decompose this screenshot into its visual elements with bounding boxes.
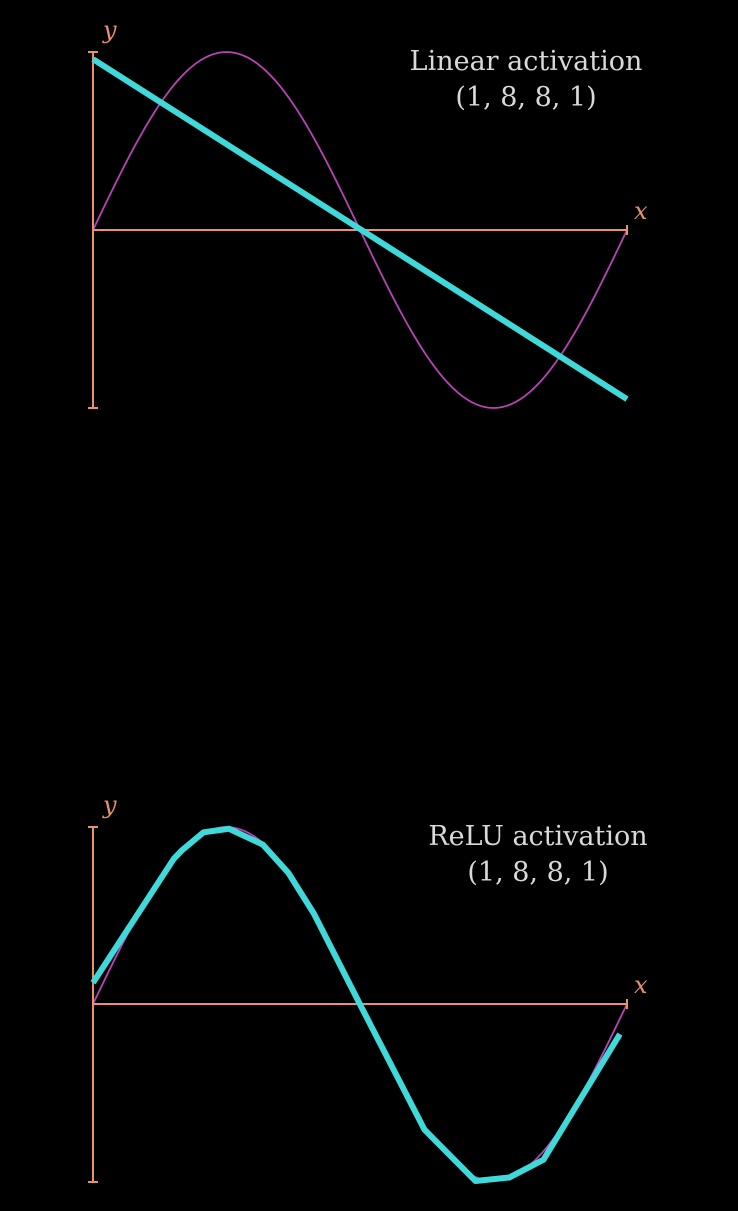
chart-title: Linear activation (410, 46, 643, 77)
chart-title: ReLU activation (428, 821, 647, 852)
fit-curve (91, 56, 629, 402)
fit-curve (90, 825, 623, 1184)
fit-line (90, 825, 623, 1184)
chart-subtitle: (1, 8, 8, 1) (455, 82, 596, 113)
chart-panel-relu: x y ReLU activation (1, 8, 8, 1) (88, 791, 648, 1184)
y-axis-label: y (102, 16, 117, 44)
y-axis-label: y (102, 791, 117, 819)
x-axis-label: x (634, 971, 648, 999)
chart-panel-linear: x y Linear activation (1, 8, 8, 1) (88, 16, 648, 409)
chart-subtitle: (1, 8, 8, 1) (467, 857, 608, 888)
fit-line (91, 56, 629, 402)
x-axis-label: x (634, 197, 648, 225)
